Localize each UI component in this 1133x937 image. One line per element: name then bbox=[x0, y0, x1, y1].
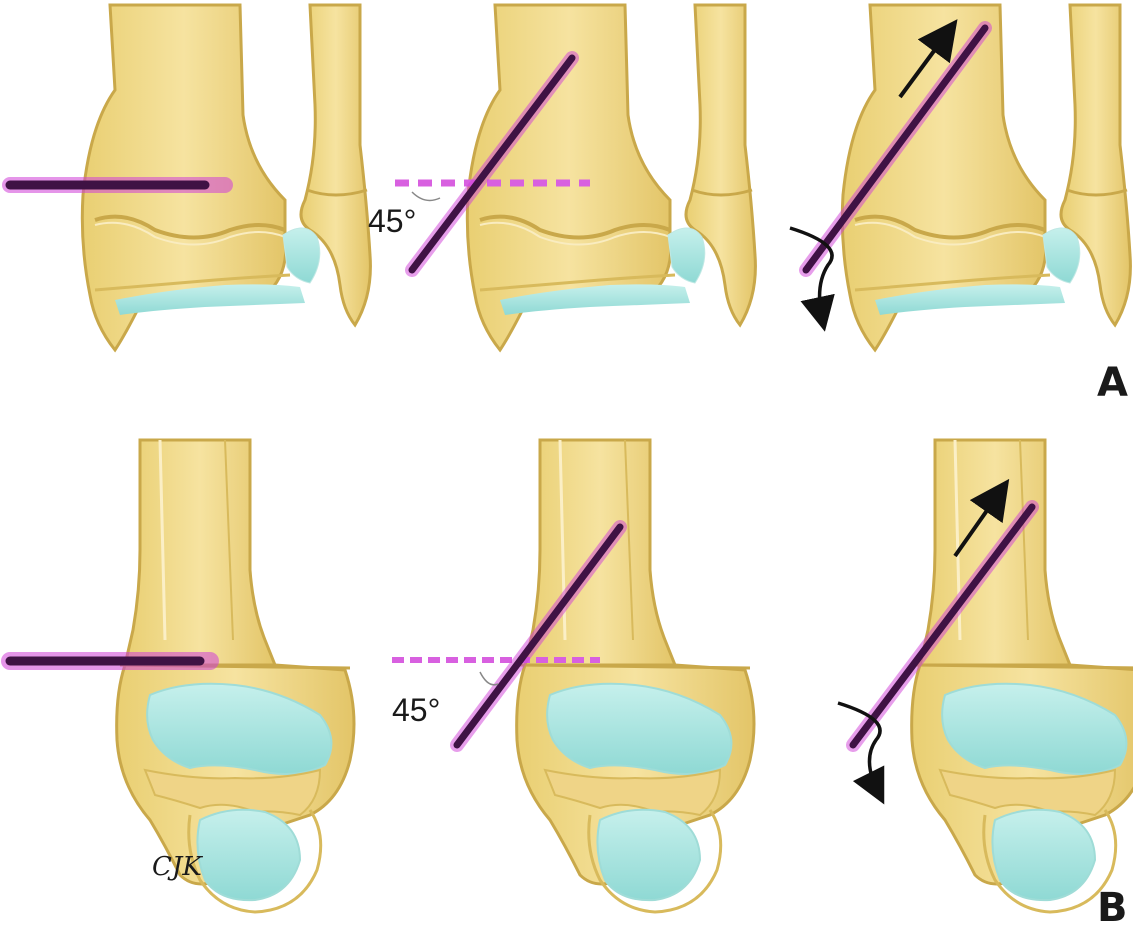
angle-label-a: 45° bbox=[368, 203, 416, 240]
panel-b-step-1 bbox=[117, 440, 354, 912]
panel-a bbox=[10, 5, 1130, 350]
panel-a-angle-arc bbox=[412, 192, 440, 200]
panel-label-a: A bbox=[1097, 360, 1128, 406]
panel-b-step-2 bbox=[517, 440, 754, 912]
artist-signature: CJK bbox=[152, 852, 202, 882]
panel-b bbox=[10, 440, 1133, 912]
panel-a-step-3 bbox=[842, 5, 1130, 350]
panel-label-b: B bbox=[1097, 885, 1128, 931]
angle-label-b: 45° bbox=[392, 692, 440, 729]
panel-a-step-2 bbox=[467, 5, 755, 350]
